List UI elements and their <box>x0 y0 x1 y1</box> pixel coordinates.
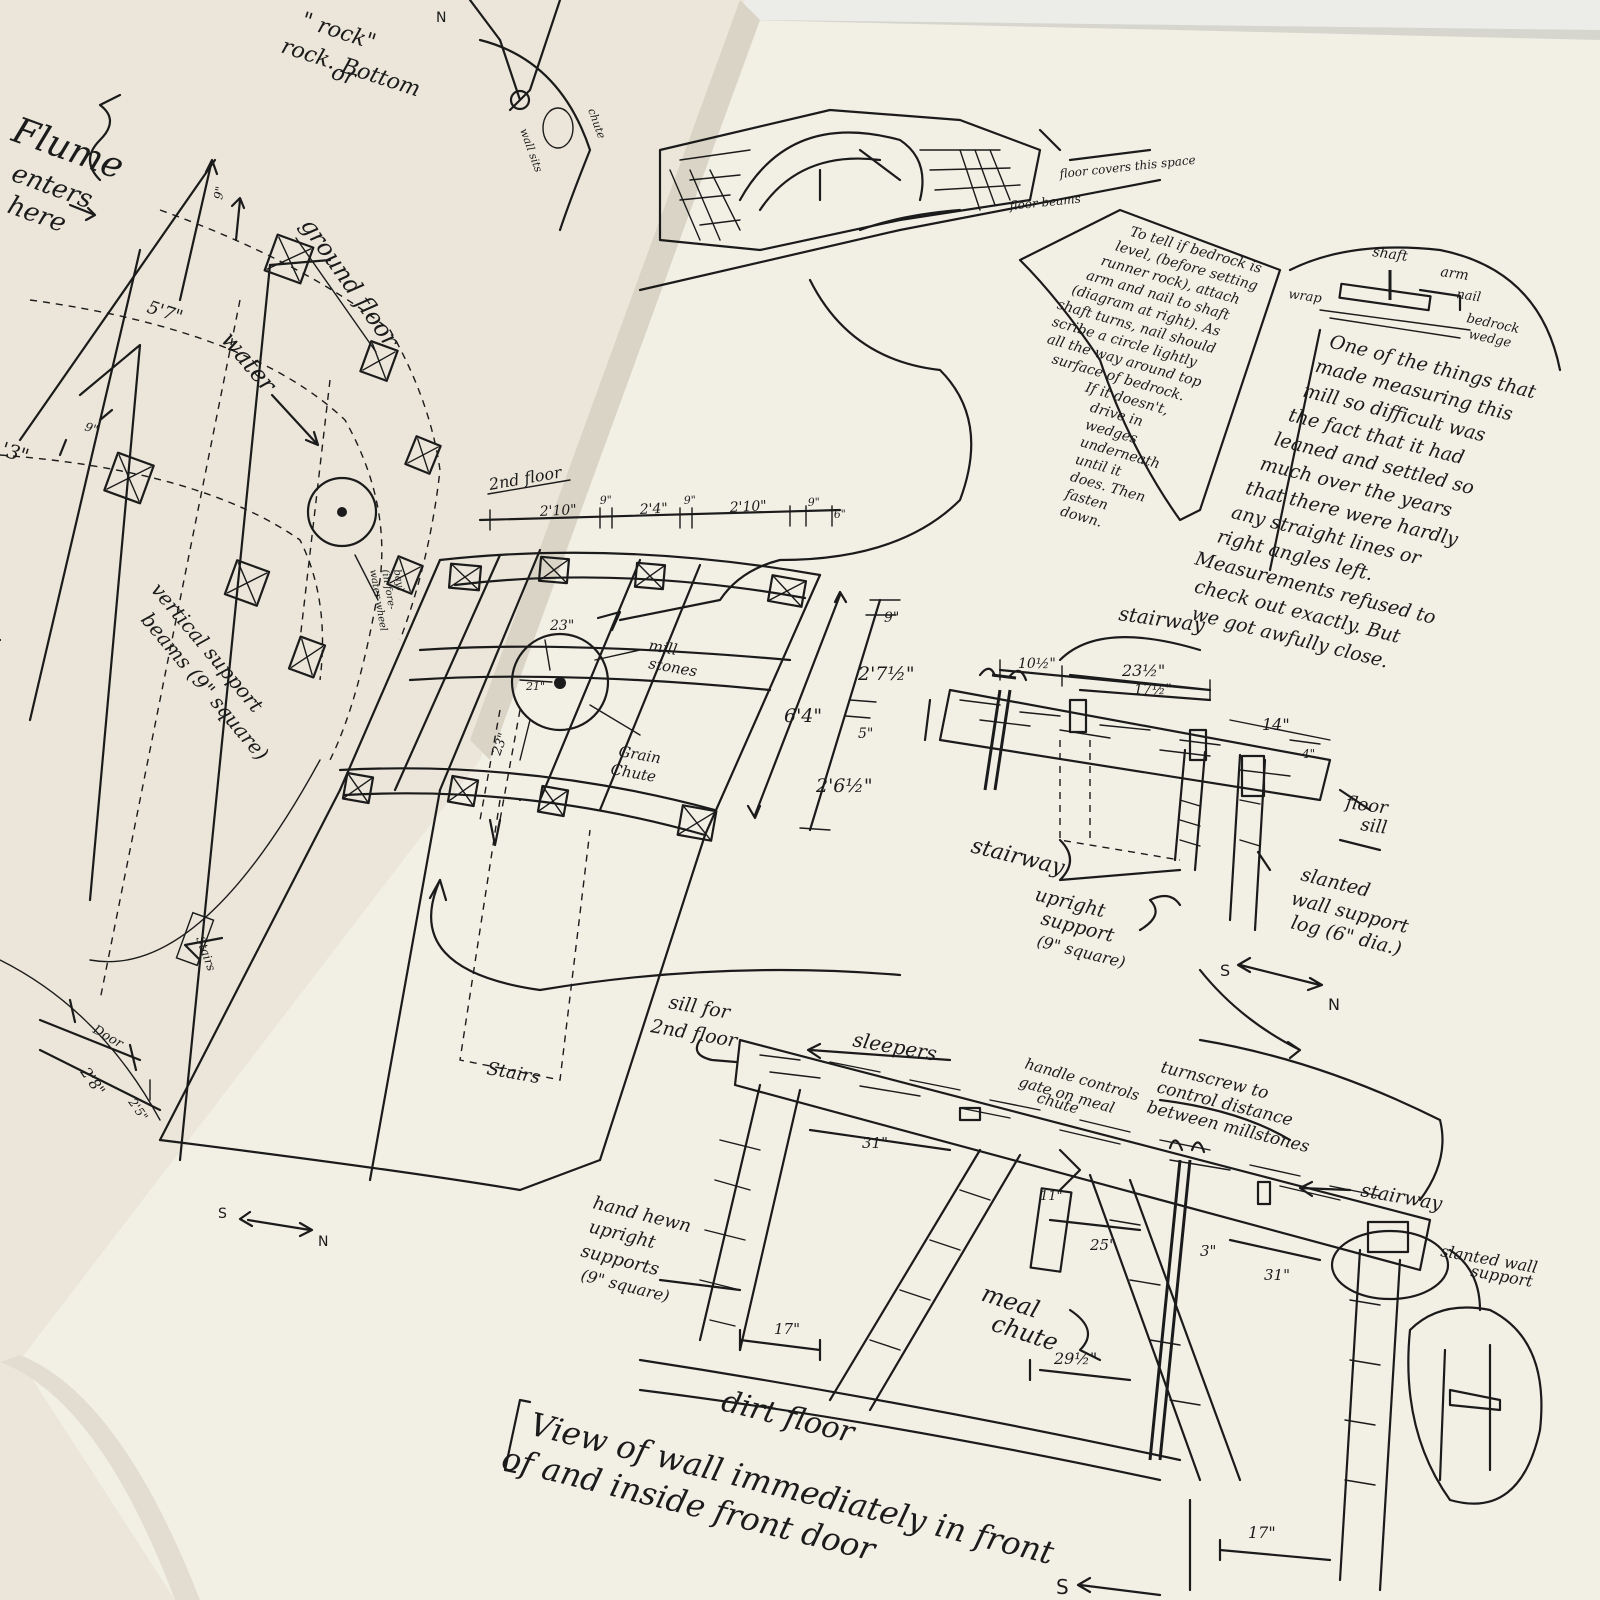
svg-text:17": 17" <box>774 1320 800 1338</box>
svg-text:S: S <box>218 1206 227 1222</box>
svg-text:10½": 10½" <box>1018 656 1056 672</box>
svg-text:9": 9" <box>599 493 612 507</box>
svg-text:nail: nail <box>1455 287 1481 305</box>
stair-to-wall-connector <box>1198 968 1302 1060</box>
svg-text:9": 9" <box>211 185 227 200</box>
caption-bracket <box>503 1398 532 1474</box>
svg-text:N: N <box>1328 995 1340 1014</box>
millstone-perspective-sketch <box>638 108 1162 292</box>
svg-text:9": 9" <box>884 610 899 626</box>
stair-detail-sketch <box>923 667 1382 932</box>
right-page <box>20 20 1600 1600</box>
svg-text:17": 17" <box>1248 1523 1276 1542</box>
svg-text:5": 5" <box>858 726 873 742</box>
compass-left <box>238 1210 314 1238</box>
svg-text:9": 9" <box>83 420 100 437</box>
svg-text:bay): bay) <box>391 569 406 593</box>
second-floor-top-dimensions <box>478 505 842 531</box>
svg-text:2'10": 2'10" <box>728 498 767 516</box>
connector-line <box>618 278 973 622</box>
door-dimension <box>38 998 162 1112</box>
svg-text:N: N <box>318 1234 328 1250</box>
millstones-label: mill <box>647 636 679 659</box>
waterwheel-circle <box>306 476 379 601</box>
svg-text:29½": 29½" <box>1053 1349 1097 1368</box>
svg-text:2'4": 2'4" <box>638 501 668 519</box>
shaft-arm-diagram <box>1288 246 1562 372</box>
svg-text:sill: sill <box>1359 814 1388 839</box>
svg-text:17½": 17½" <box>1134 682 1172 698</box>
svg-text:21": 21" <box>525 680 545 693</box>
left-dimension-lines <box>28 93 246 722</box>
svg-text:9": 9" <box>807 495 820 509</box>
svg-text:wrap: wrap <box>1287 287 1323 307</box>
svg-text:3": 3" <box>1200 1242 1216 1260</box>
svg-text:S: S <box>1056 1575 1069 1599</box>
stair-detail-dims <box>998 659 1331 745</box>
svg-text:2'7½": 2'7½" <box>857 663 915 685</box>
svg-text:25": 25" <box>1089 1236 1116 1254</box>
wall-view-sketch <box>638 1038 1543 1592</box>
note-divider <box>1268 328 1322 572</box>
floor-to-wall-connector <box>430 878 902 992</box>
ground-floor-plan <box>0 158 442 1162</box>
svg-text:N: N <box>436 10 446 26</box>
svg-text:14": 14" <box>1262 715 1290 734</box>
svg-text:arm: arm <box>1439 264 1469 284</box>
svg-text:31": 31" <box>862 1134 888 1152</box>
svg-text:31": 31" <box>1264 1266 1290 1284</box>
svg-text:6": 6" <box>833 507 846 521</box>
compass-stair <box>1236 956 1324 992</box>
svg-text:2'10": 2'10" <box>538 502 577 520</box>
svg-text:shaft: shaft <box>1371 244 1409 265</box>
second-floor-plan <box>158 548 822 1192</box>
svg-text:11": 11" <box>1040 1189 1063 1204</box>
bedrock-level-note <box>1018 208 1282 522</box>
millstone-circle <box>488 632 641 847</box>
svg-text:9": 9" <box>683 493 696 507</box>
svg-text:2'6½": 2'6½" <box>815 775 873 797</box>
second-floor-side-dims <box>746 590 901 832</box>
svg-text:6'4": 6'4" <box>784 705 822 727</box>
svg-text:23½": 23½" <box>1121 661 1165 680</box>
svg-text:23": 23" <box>549 618 574 634</box>
svg-text:S: S <box>1220 961 1230 980</box>
